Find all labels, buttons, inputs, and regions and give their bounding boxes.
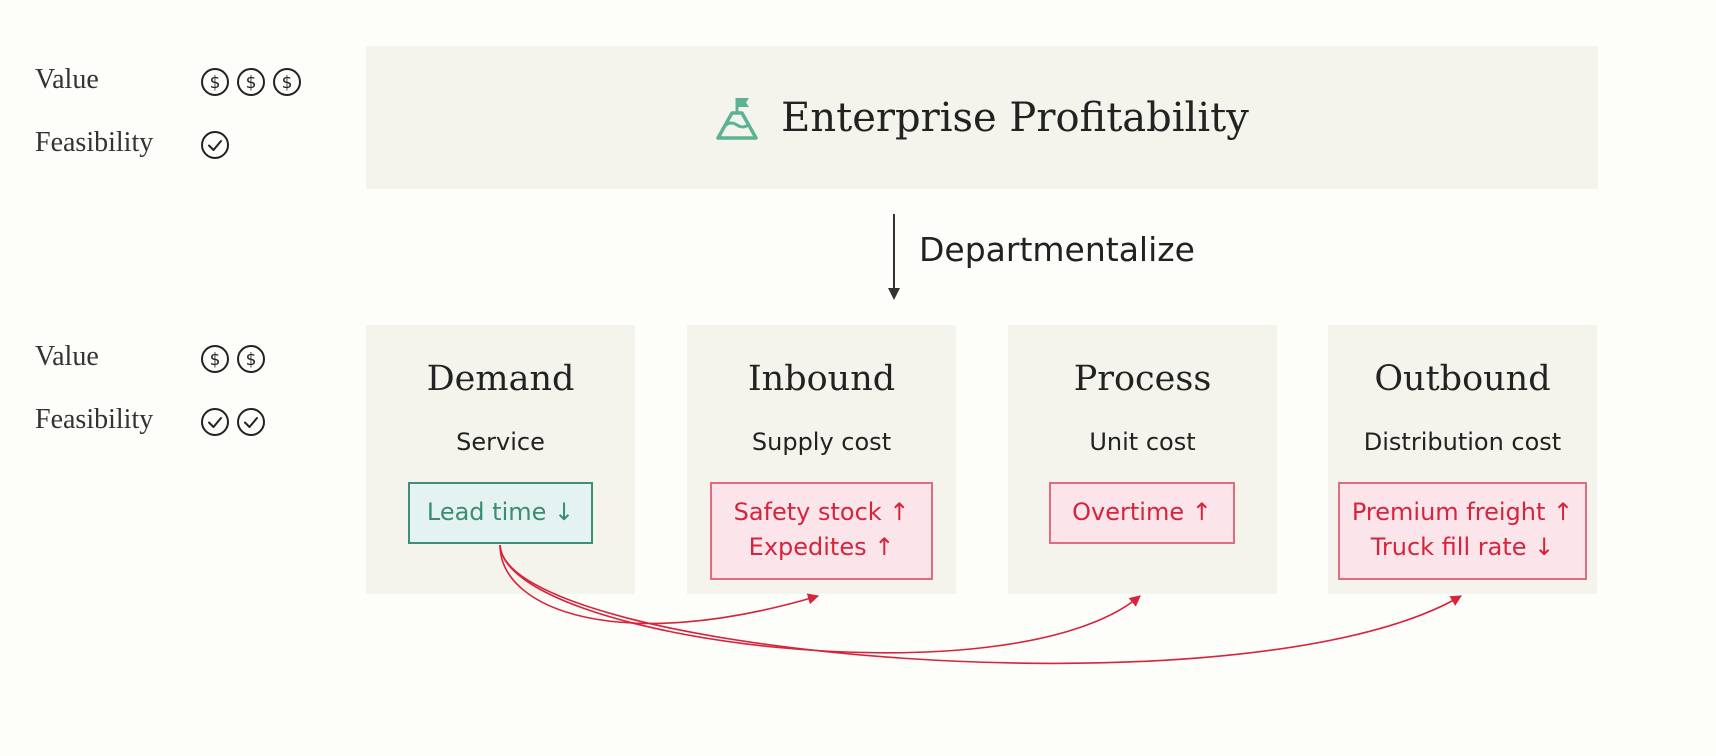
mountain-flag-icon [716,97,758,140]
dollar-circle-icon: $ [237,345,265,373]
metric-safety-stock: Safety stock ↑ [733,498,910,526]
metric-box-demand: Lead time ↓ [408,482,593,544]
dollar-circle-icon: $ [201,68,229,96]
legend-feasibility-icons [200,407,266,437]
arrow-label: Departmentalize [919,230,1195,269]
svg-text:$: $ [246,350,257,370]
dept-title: Demand [426,359,575,399]
svg-text:$: $ [246,73,257,93]
legend-feasibility-label: Feasibility [35,127,154,158]
dollar-circle-icon: $ [237,68,265,96]
dollar-circle-icon: $ [273,68,301,96]
metric-premium-freight: Premium freight ↑ [1351,498,1574,526]
legend-feasibility-icons [200,130,230,160]
legend-feasibility-label: Feasibility [35,404,154,435]
dept-subtitle: Supply cost [751,428,892,456]
goal-box: Enterprise Profitability [366,46,1598,189]
dept-subtitle: Service [456,428,545,456]
down-arrow [888,214,900,300]
metric-box-outbound: Premium freight ↑ Truck fill rate ↓ [1338,482,1587,580]
svg-text:$: $ [210,350,221,370]
connector-to-inbound [499,544,820,625]
metric-box-process: Overtime ↑ [1049,482,1235,544]
dollar-circle-icon: $ [201,345,229,373]
legend-value-label: Value [35,64,99,95]
metric-lead-time: Lead time ↓ [426,498,575,526]
check-circle-icon [201,131,229,159]
metric-truck-fill-rate: Truck fill rate ↓ [1370,533,1555,561]
check-circle-icon [237,408,265,436]
svg-text:$: $ [210,73,221,93]
legend-value-icons: $ $ [200,344,266,374]
dept-title: Inbound [747,359,896,399]
dept-title: Outbound [1374,359,1551,399]
dept-subtitle: Unit cost [1089,428,1196,456]
connector-to-outbound [499,544,1462,665]
metric-box-inbound: Safety stock ↑ Expedites ↑ [710,482,933,580]
dept-process: Process Unit cost [1008,325,1277,594]
dept-title: Process [1073,359,1212,399]
legend-value-label: Value [35,341,99,372]
metric-overtime: Overtime ↑ [1072,498,1212,526]
svg-text:$: $ [282,73,293,93]
legend-value-icons: $ $ $ [200,67,302,97]
metric-expedites: Expedites ↑ [748,533,895,561]
check-circle-icon [201,408,229,436]
goal-title: Enterprise Profitability [781,94,1249,141]
connector-to-process [499,544,1141,654]
dept-subtitle: Distribution cost [1363,428,1562,456]
